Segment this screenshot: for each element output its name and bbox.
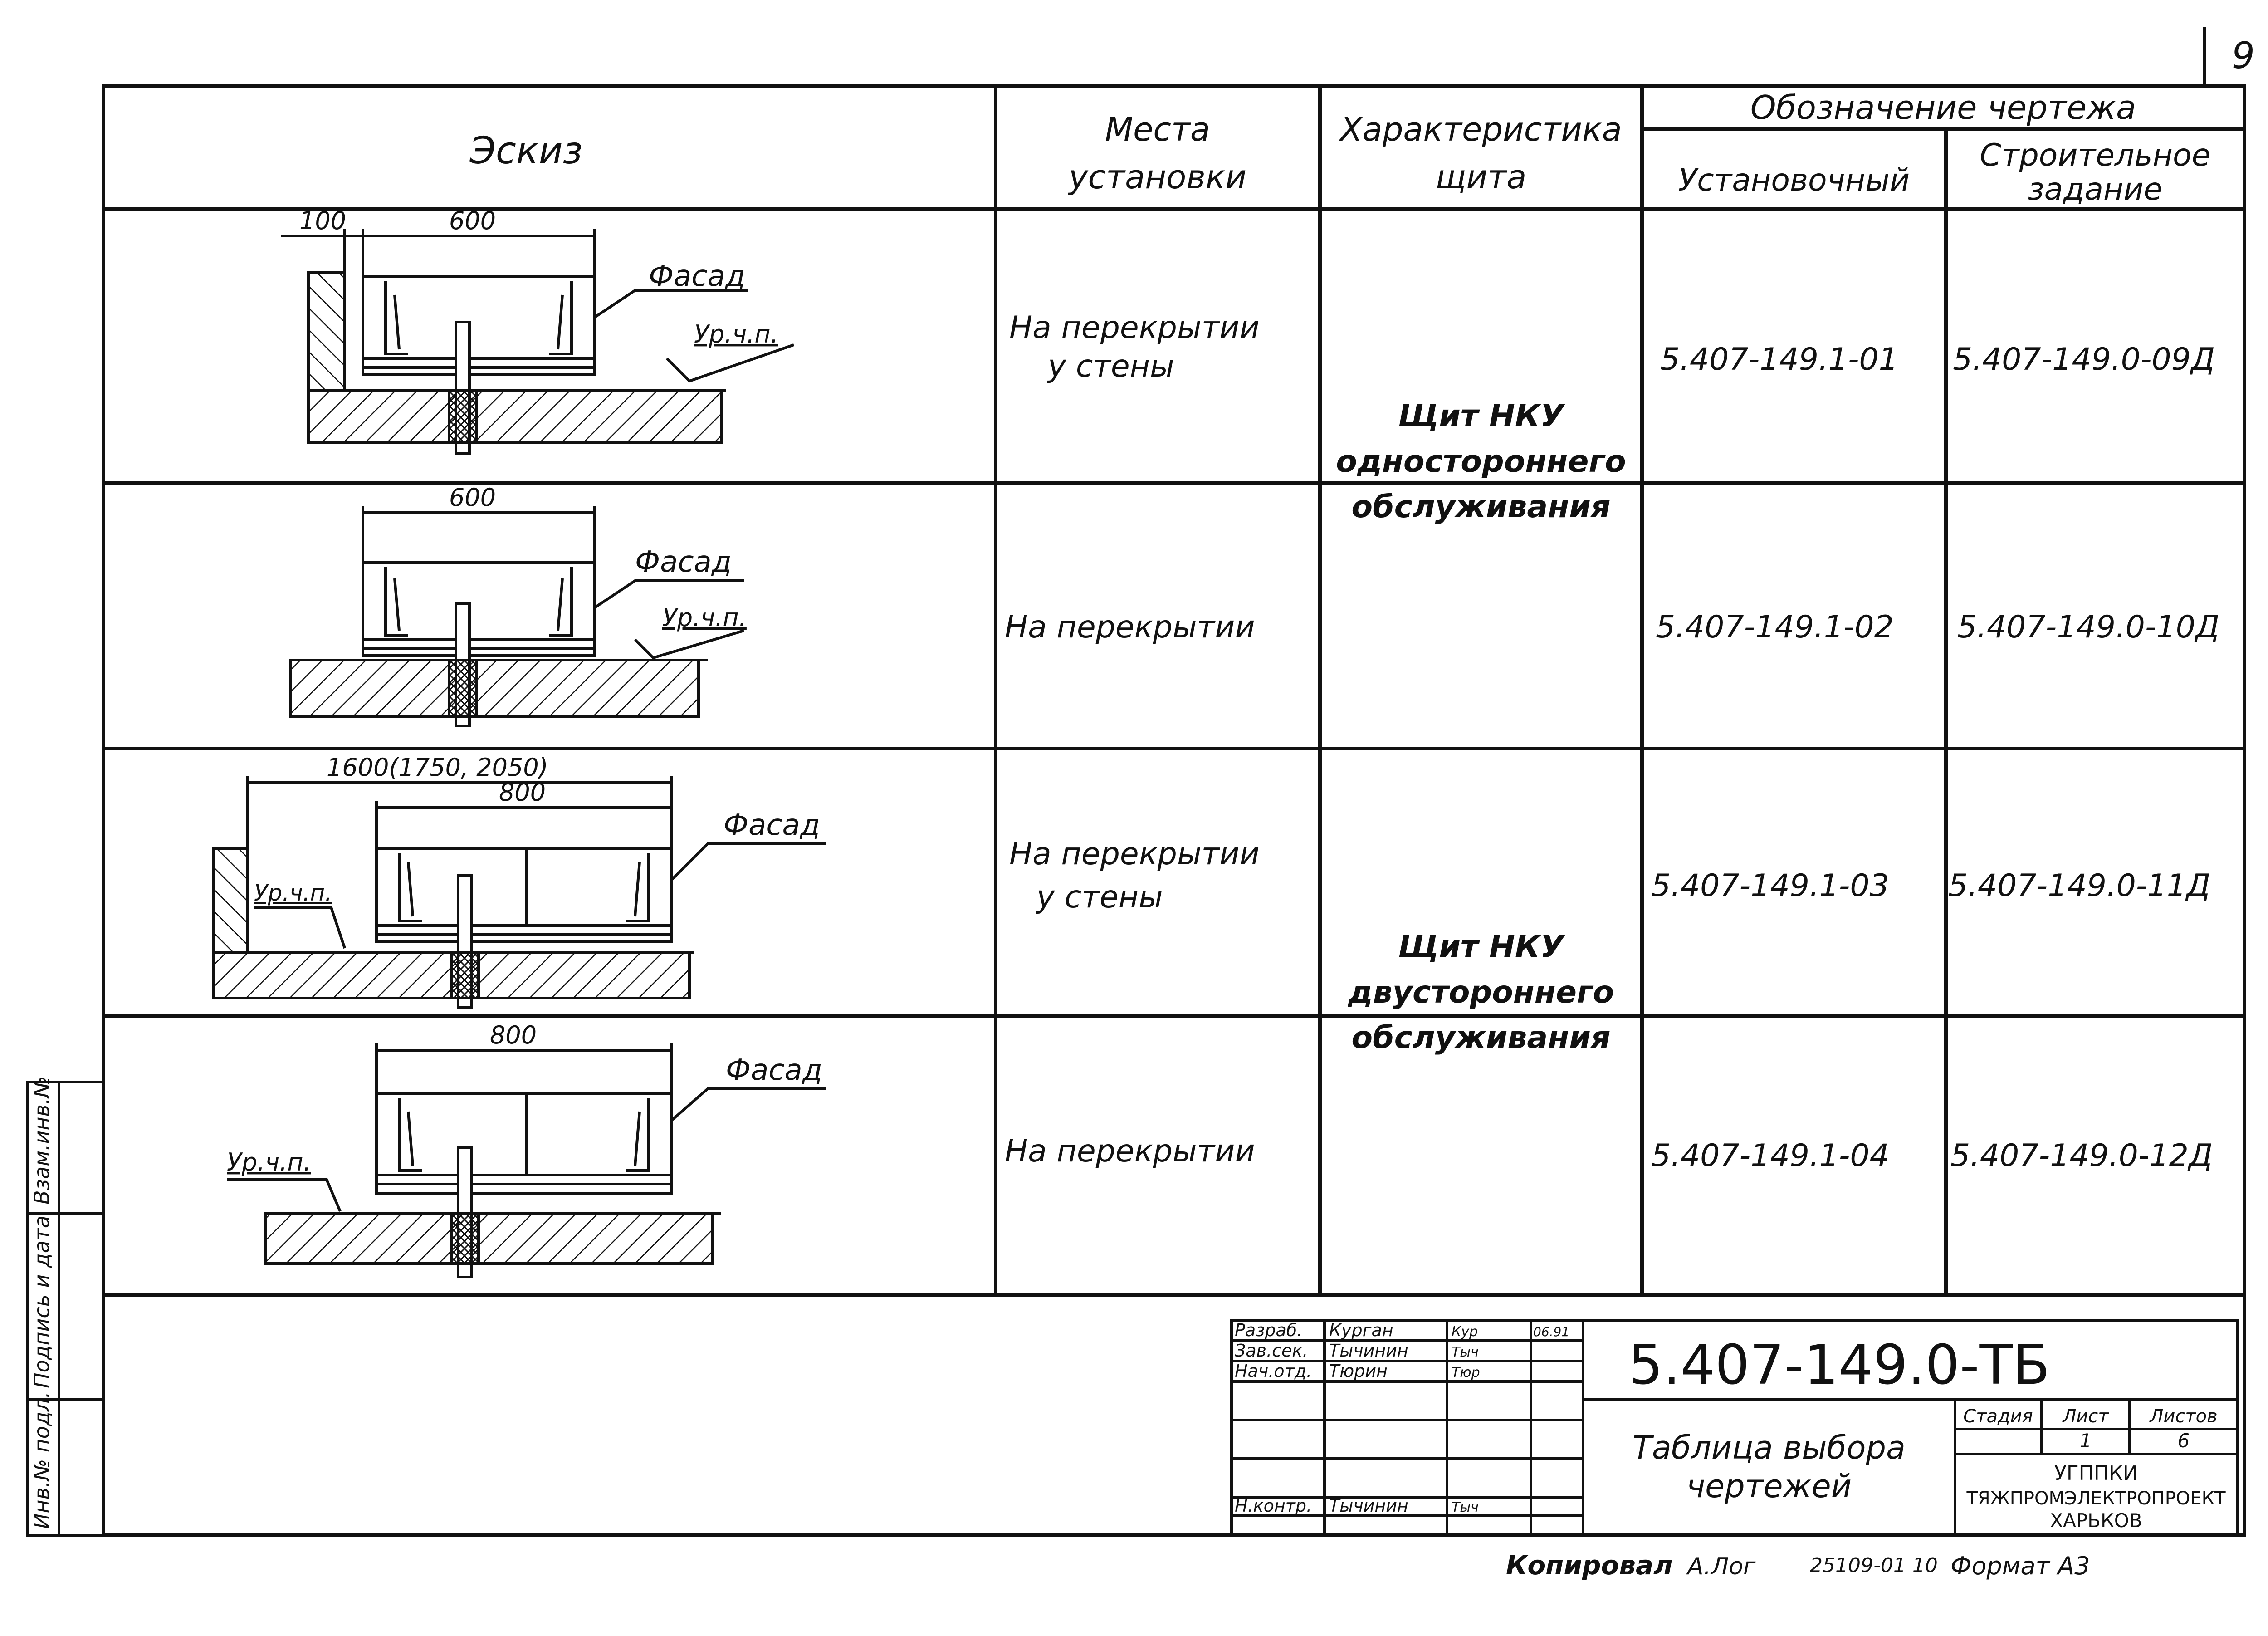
- row4-build-code: 5.407-149.0-12Д: [1950, 1138, 2213, 1174]
- sketch2-floor-level: Ур.ч.п.: [662, 603, 747, 632]
- title-block-grid: [1230, 1319, 2239, 1537]
- name-2: Тычинин: [1329, 1341, 1408, 1361]
- footer-copied: Копировал: [1506, 1550, 1673, 1581]
- sketch3-facade: Фасад: [723, 808, 820, 842]
- side-stamp-inv-no: Инв.№ подл.: [29, 1391, 54, 1529]
- sign-2: Тыч: [1452, 1344, 1479, 1360]
- row3-place-line1: На перекрытии: [1009, 836, 1260, 872]
- sketch3-floor-level: Ур.ч.п.: [254, 880, 332, 906]
- side-stamp-boxes: [26, 1081, 105, 1537]
- footer-format: Формат А3: [1950, 1552, 2090, 1580]
- sketch-4: [227, 1043, 826, 1278]
- row3-build-code: 5.407-149.0-11Д: [1948, 868, 2210, 904]
- header-designation: Обозначение чертежа: [1750, 88, 2136, 127]
- group2-line3: обслуживания: [1351, 1020, 1610, 1056]
- group2-line1: Щит НКУ: [1398, 929, 1565, 965]
- header-install: Установочный: [1678, 162, 1910, 198]
- sketch-1: [281, 229, 794, 455]
- row1-install-code: 5.407-149.1-01: [1660, 342, 1898, 377]
- drawing-table-grid: [102, 84, 2246, 1537]
- sheets-value: 6: [2178, 1430, 2190, 1452]
- table-row: На перекрытии 5.407-149.1-02 5.407-149.0…: [1005, 609, 2219, 645]
- group1-line1: Щит НКУ: [1398, 398, 1565, 434]
- header-place-line1: Места: [1105, 110, 1210, 148]
- role-2: Зав.сек.: [1235, 1341, 1308, 1361]
- group1-line3: обслуживания: [1351, 489, 1610, 525]
- stage-label: Стадия: [1963, 1406, 2033, 1427]
- row1-place-line2: у стены: [1047, 348, 1174, 384]
- sketch4-dim: 800: [490, 1021, 537, 1049]
- role-3: Нач.отд.: [1235, 1361, 1312, 1381]
- row2-install-code: 5.407-149.1-02: [1656, 609, 1894, 645]
- sketch3-dim: 800: [499, 778, 546, 807]
- org-line3: ХАРЬКОВ: [2050, 1509, 2142, 1532]
- sketch1-dim-a: 100: [299, 206, 346, 235]
- header-sketch: Эскиз: [469, 129, 583, 172]
- sketch3-dim-total: 1600(1750, 2050): [327, 753, 548, 782]
- row4-install-code: 5.407-149.1-04: [1651, 1138, 1889, 1174]
- row1-build-code: 5.407-149.0-09Д: [1953, 342, 2215, 377]
- group1-line2: одностороннего: [1336, 444, 1626, 480]
- header-build-line2: задание: [2028, 171, 2162, 207]
- role-control: Н.контр.: [1235, 1496, 1312, 1516]
- sketch4-facade: Фасад: [726, 1053, 822, 1087]
- row3-install-code: 5.407-149.1-03: [1651, 868, 1889, 904]
- name-3: Тюрин: [1329, 1361, 1388, 1381]
- sketch2-dim: 600: [449, 483, 496, 512]
- header-place-line2: установки: [1068, 158, 1246, 196]
- sketch-3: [212, 776, 826, 1009]
- name-control: Тычинин: [1329, 1496, 1408, 1516]
- role-1: Разраб.: [1235, 1320, 1302, 1340]
- table-row: На перекрытии у стены 5.407-149.1-01 5.4…: [1009, 310, 2215, 384]
- org-line2: ТЯЖПРОМЭЛЕКТРОПРОЕКТ: [1966, 1488, 2226, 1509]
- sketch2-facade: Фасад: [635, 545, 732, 579]
- header-char-line1: Характеристика: [1338, 110, 1622, 148]
- footer-copier: А.Лог: [1686, 1553, 1756, 1580]
- table-row: На перекрытии 5.407-149.1-04 5.407-149.0…: [1005, 1133, 2213, 1174]
- sign-control: Тыч: [1452, 1499, 1479, 1515]
- row2-place-line1: На перекрытии: [1005, 609, 1255, 645]
- date-1: 06.91: [1533, 1324, 1569, 1339]
- group2-line2: двустороннего: [1348, 975, 1614, 1010]
- row2-build-code: 5.407-149.0-10Д: [1957, 609, 2219, 645]
- sheets-label: Листов: [2149, 1406, 2217, 1427]
- title-line2: чертежей: [1686, 1468, 1852, 1505]
- sheet-label: Лист: [2062, 1406, 2109, 1427]
- row1-place-line1: На перекрытии: [1009, 310, 1260, 346]
- table-row: На перекрытии у стены 5.407-149.1-03 5.4…: [1009, 836, 2210, 915]
- sign-1: Кур: [1452, 1324, 1478, 1340]
- side-stamp-replace-inv: Взам.инв.№: [29, 1076, 54, 1205]
- sketch4-floor-level: Ур.ч.п.: [227, 1148, 311, 1176]
- title-line1: Таблица выбора: [1633, 1429, 1906, 1466]
- sketch1-dim-b: 600: [449, 206, 496, 235]
- sketch-2: [289, 506, 744, 727]
- drawing-code: 5.407-149.0-ТБ: [1628, 1334, 2050, 1397]
- header-char-line2: щита: [1436, 158, 1527, 196]
- sketch1-facade: Фасад: [649, 260, 745, 293]
- sketch1-floor-level: Ур.ч.п.: [694, 320, 778, 348]
- row4-place-line1: На перекрытии: [1005, 1133, 1255, 1169]
- page-number: 9: [2232, 34, 2255, 77]
- sheet-value: 1: [2080, 1430, 2092, 1452]
- org-line1: УГППКИ: [2054, 1462, 2138, 1485]
- name-1: Курган: [1329, 1320, 1393, 1340]
- header-build-line1: Строительное: [1980, 137, 2211, 173]
- sign-3: Тюр: [1452, 1365, 1480, 1381]
- side-stamp-sign-date: Подпись и дата: [29, 1215, 54, 1388]
- footer-order: 25109-01 10: [1810, 1554, 1938, 1577]
- row3-place-line2: у стены: [1036, 879, 1163, 915]
